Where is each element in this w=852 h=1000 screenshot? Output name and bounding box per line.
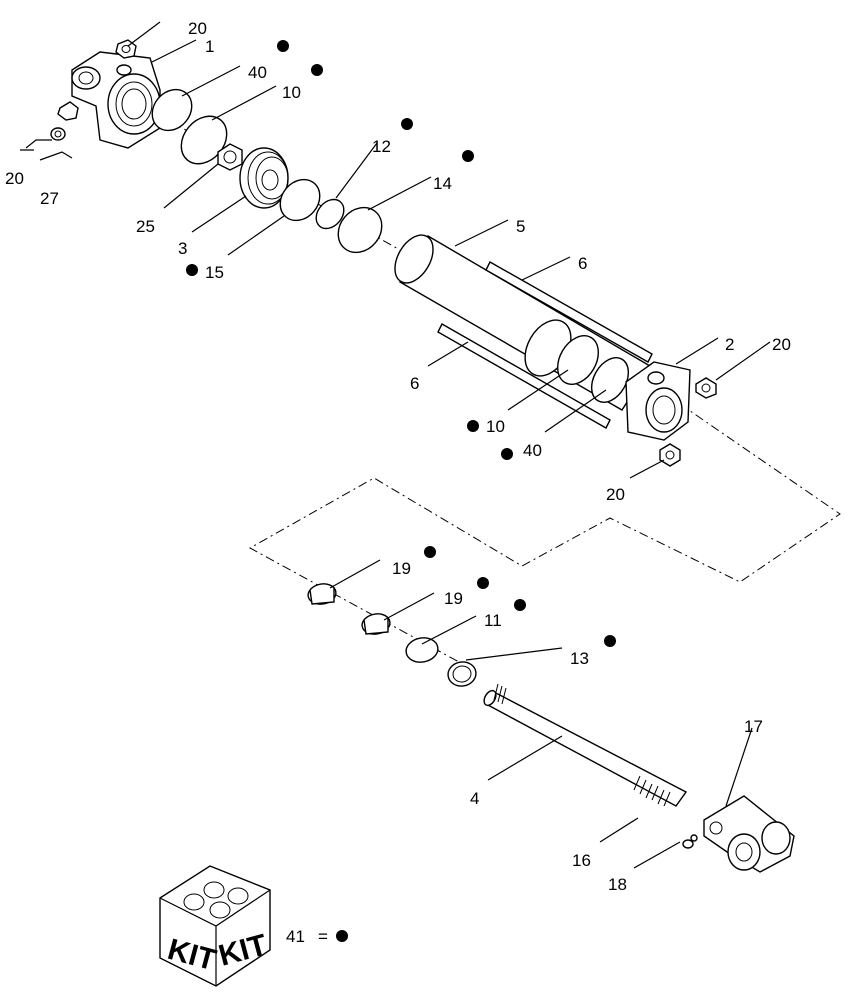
leader-line-c11: [421, 615, 477, 645]
piston-seals: [279, 178, 383, 254]
kit-box-icon: KIT KIT: [159, 865, 271, 987]
nut-right: [695, 377, 717, 399]
kit-dot-c15: [186, 264, 198, 276]
leader-line-c25: [163, 163, 219, 209]
piston: [239, 147, 289, 209]
kit-dot-c40b: [501, 448, 513, 460]
leader-line-c13: [465, 647, 563, 661]
kit-dot-c10a: [311, 64, 323, 76]
callout-label-c40a: 40: [248, 63, 267, 82]
callout-label-c3: 3: [178, 239, 187, 258]
callout-label-c19b: 19: [444, 589, 463, 608]
leader-line-c3: [191, 195, 247, 233]
leader-line-c40b: [544, 389, 607, 433]
kit-legend-dot: [336, 930, 348, 942]
kit-dot-c40a: [277, 40, 289, 52]
barrel-rings: [524, 319, 630, 403]
kit-dot-c13: [604, 635, 616, 647]
callout-label-c10a: 10: [282, 83, 301, 102]
kit-dot-c14: [462, 150, 474, 162]
callout-label-c25: 25: [136, 217, 155, 236]
leader-line-c2: [675, 337, 719, 365]
kit-legend: 41 =: [286, 927, 348, 946]
callout-label-c20d: 20: [5, 169, 24, 188]
leader-line-c14: [367, 176, 432, 211]
leader-line-c10b: [507, 369, 569, 411]
rod-clevis: [703, 795, 795, 873]
leader-line-c6a: [521, 256, 571, 281]
leader-line-c19b: [383, 592, 435, 621]
leader-line-c17: [725, 727, 753, 807]
leader-line-c15: [227, 215, 285, 256]
kit-dot-c19a: [424, 546, 436, 558]
rear-end-cap: [71, 51, 161, 149]
callout-label-c11: 11: [484, 611, 502, 630]
callout-label-c16: 16: [572, 851, 591, 870]
callout-label-c40b: 40: [523, 441, 542, 460]
leader-line-c18: [633, 841, 681, 869]
callout-label-c12: 12: [372, 137, 391, 156]
callout-label-c10b: 10: [486, 417, 505, 436]
grease-fitting: [682, 834, 698, 849]
kit-dot-c11: [514, 599, 526, 611]
side-nut-and-fitting: [20, 101, 79, 161]
nut-bottom: [659, 443, 681, 467]
callout-label-c15: 15: [205, 263, 224, 282]
kit-dot-c12: [401, 118, 413, 130]
callout-label-c4: 4: [470, 789, 479, 808]
leader-line-c4: [487, 735, 563, 781]
kit-legend-number: 41: [286, 927, 305, 946]
leader-line-c10a: [211, 85, 277, 121]
front-end-cap: [625, 361, 691, 441]
piston-rod: [483, 683, 688, 807]
leader-line-c12: [335, 142, 378, 199]
rod-bushings: [307, 583, 477, 687]
callout-label-c13: 13: [570, 649, 589, 668]
leader-line-c20a: [127, 21, 161, 47]
kit-dot-c19b: [477, 577, 489, 589]
leader-line-c20c: [629, 459, 665, 479]
callout-label-c1: 1: [205, 37, 214, 56]
callout-label-c6a: 6: [578, 254, 587, 273]
leader-line-c6b: [427, 341, 469, 367]
callout-label-c2: 2: [725, 335, 734, 354]
callout-label-c27: 27: [40, 189, 59, 208]
kit-legend-equals: =: [318, 927, 328, 946]
callout-label-c17: 17: [744, 717, 763, 736]
callout-label-c20a: 20: [188, 19, 207, 38]
leader-line-c40a: [181, 65, 241, 97]
callout-label-c19a: 19: [392, 559, 411, 578]
leader-line-c16: [599, 817, 639, 843]
tie-rods: [437, 261, 653, 429]
kit-dot-c10b: [467, 420, 479, 432]
callout-label-c18: 18: [608, 875, 627, 894]
callout-label-c5: 5: [516, 217, 525, 236]
leader-line-c20b: [715, 341, 771, 381]
leader-line-c1: [151, 39, 197, 63]
callout-label-c20c: 20: [606, 485, 625, 504]
callout-label-c6b: 6: [410, 374, 419, 393]
callout-label-c14: 14: [433, 174, 452, 193]
callout-label-c20b: 20: [772, 335, 791, 354]
leader-line-c19a: [329, 559, 381, 589]
leader-line-c5: [454, 219, 509, 247]
